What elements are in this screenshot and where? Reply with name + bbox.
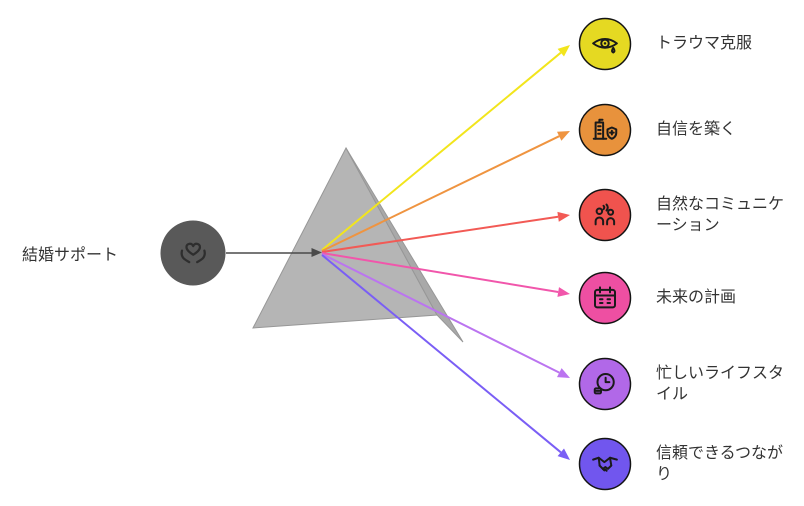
calendar-icon xyxy=(594,286,616,309)
arrow-to-trust xyxy=(321,254,570,460)
outcome-node xyxy=(578,357,632,411)
outcome-label: 忙しいライフスタイル xyxy=(656,364,785,403)
arrow-line xyxy=(321,215,559,253)
outcome-circle xyxy=(578,271,632,325)
outcome-node xyxy=(578,17,632,71)
building-shield-icon xyxy=(592,118,618,140)
outcome-item-future-plan: 未来の計画 xyxy=(577,270,804,326)
source-connector-arrowhead xyxy=(311,248,322,257)
outcome-label: トラウマ克服 xyxy=(656,35,753,53)
hands-holding-heart-icon xyxy=(180,242,206,264)
outcome-circle xyxy=(578,188,632,242)
arrow-to-communication xyxy=(321,211,570,253)
arrow-line xyxy=(321,254,562,454)
crying-eye-icon xyxy=(592,38,618,54)
source-circle xyxy=(160,220,226,286)
outcome-item-trauma: トラウマ克服 xyxy=(577,16,804,72)
prism-shape xyxy=(252,146,464,343)
pupil-dot xyxy=(603,42,607,45)
arrow-head xyxy=(557,368,570,378)
outcome-circle xyxy=(578,437,632,491)
source-label: 結婚サポート xyxy=(22,247,119,264)
arrow-head xyxy=(557,287,570,297)
outcome-node xyxy=(578,271,632,325)
outcome-label: 未来の計画 xyxy=(656,289,737,307)
arrow-to-lifestyle xyxy=(321,253,570,378)
outcome-node xyxy=(578,188,632,242)
outcome-item-communication: 自然なコミュニケーション xyxy=(577,187,804,243)
outcome-item-lifestyle: 忙しいライフスタイル xyxy=(577,356,804,412)
arrow-head xyxy=(557,211,570,222)
outcome-circle xyxy=(578,357,632,411)
outcome-item-confidence: 自信を築く xyxy=(577,102,804,158)
outcome-node xyxy=(578,437,632,491)
arrow-to-trauma xyxy=(321,45,570,251)
arrow-to-confidence xyxy=(321,131,570,252)
arrow-line xyxy=(321,253,560,374)
arrow-head xyxy=(557,45,570,57)
arrow-line xyxy=(321,51,562,251)
arrow-head xyxy=(557,448,570,460)
outcome-label: 信頼できるつながり xyxy=(656,444,784,483)
outcome-circle xyxy=(578,103,632,157)
source-node xyxy=(160,220,226,286)
handshake-icon xyxy=(592,456,618,472)
clock-icon xyxy=(593,373,615,395)
outcome-label: 自信を築く xyxy=(656,121,737,139)
prism-side-face xyxy=(345,147,464,343)
arrow-line xyxy=(321,252,559,293)
outcome-node xyxy=(578,103,632,157)
arrow-head xyxy=(557,131,570,141)
talking-people-icon xyxy=(594,203,616,226)
arrow-to-future-plan xyxy=(321,252,570,297)
outcome-label: 自然なコミュニケーション xyxy=(656,195,785,234)
outcome-item-trust: 信頼できるつながり xyxy=(577,436,804,492)
source-connector xyxy=(226,248,322,257)
arrow-line xyxy=(321,135,560,252)
